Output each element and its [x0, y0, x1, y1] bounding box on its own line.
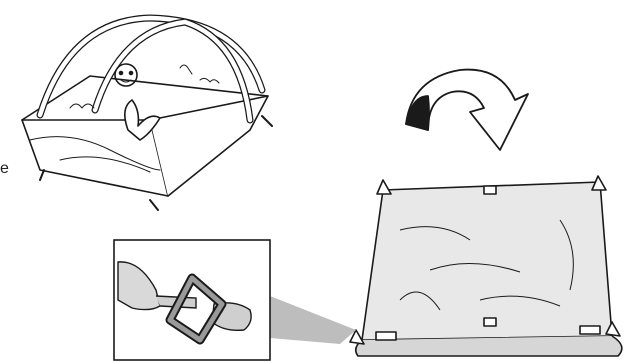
flip-arrow: [406, 70, 528, 150]
assembled-play-gym: [22, 18, 272, 210]
flipped-mat: [350, 176, 622, 356]
detail-pointer: [270, 296, 356, 344]
buckle-detail: [114, 240, 270, 360]
toy-monkey: [115, 64, 137, 86]
